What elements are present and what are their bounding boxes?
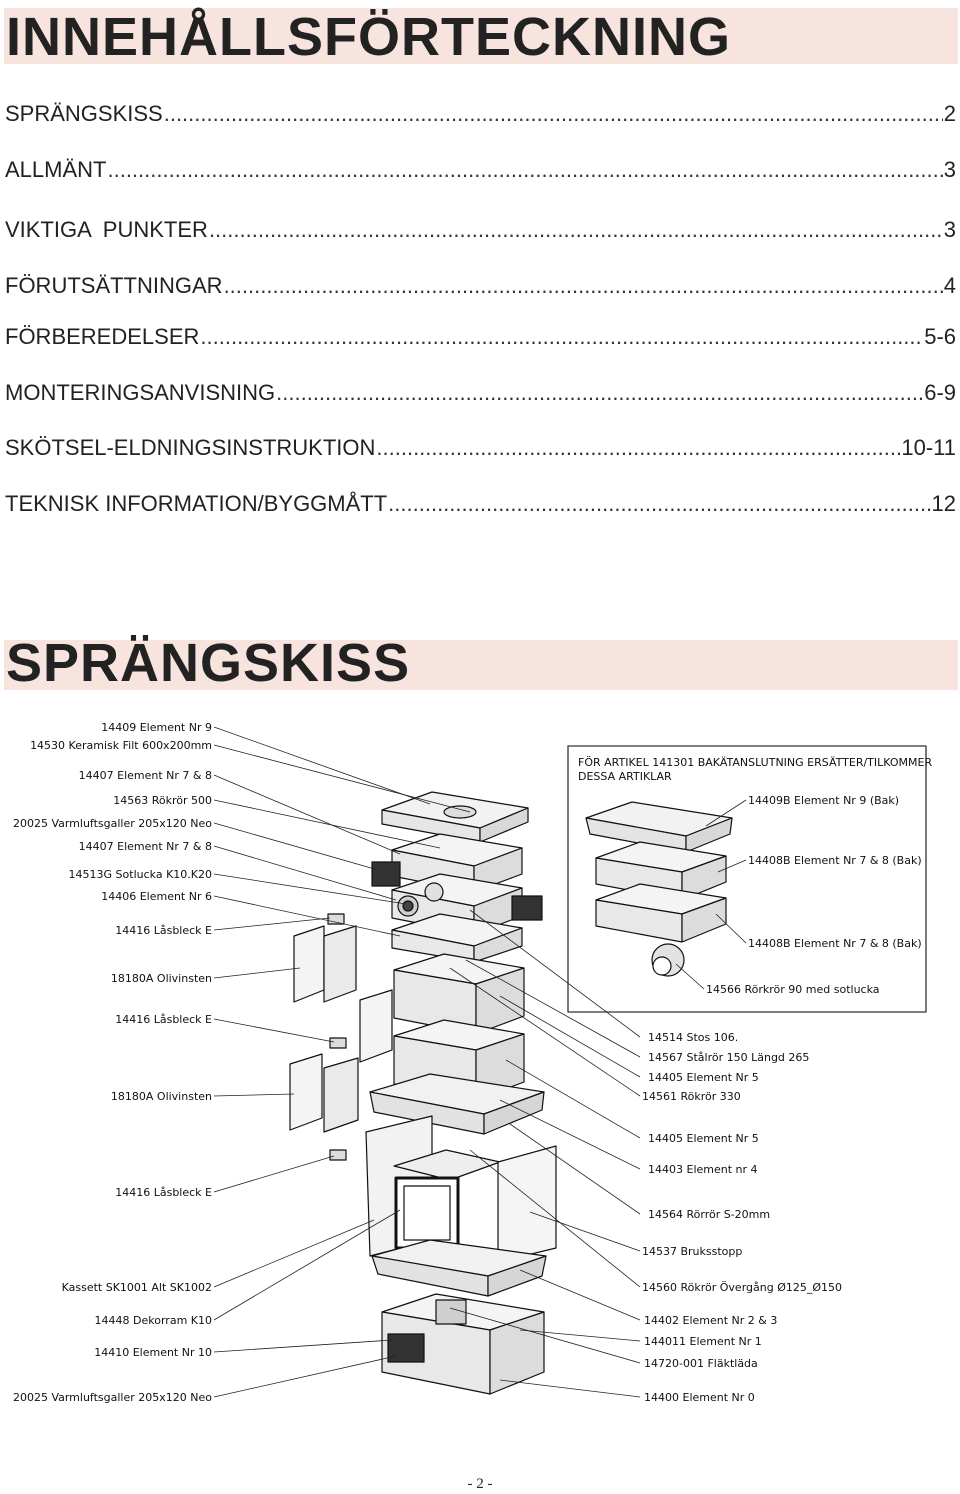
toc-entry-label: MONTERINGSANVISNING [5, 380, 276, 405]
toc-leader-dots: ........................................… [107, 157, 942, 182]
toc-entry[interactable]: MONTERINGSANVISNING ....................… [5, 380, 956, 406]
label-element-7-8: 14407 Element Nr 7 & 8 [79, 769, 212, 782]
label-kassett: Kassett SK1001 Alt SK1002 [62, 1281, 212, 1294]
label-rorror: 14564 Rörrör S-20mm [648, 1208, 770, 1221]
label-rokror-330: 14561 Rökrör 330 [642, 1090, 741, 1103]
toc-entry-page: 10-11 [901, 435, 956, 460]
section-title: SPRÄNGSKISS [6, 633, 411, 693]
toc-entry-label: SPRÄNGSKISS [5, 101, 163, 126]
inset-label-element-7-8-bak: 14408B Element Nr 7 & 8 (Bak) [748, 937, 922, 950]
label-varmluftsgaller: 20025 Varmluftsgaller 205x120 Neo [13, 1391, 212, 1404]
toc-entry[interactable]: TEKNISK INFORMATION/BYGGMÅTT ...........… [5, 491, 956, 517]
toc-leader-dots: ........................................… [223, 273, 943, 298]
label-element-4: 14403 Element nr 4 [648, 1163, 758, 1176]
toc-entry-page: 4 [943, 273, 956, 298]
label-dekorram: 14448 Dekorram K10 [95, 1314, 212, 1327]
toc-entry-label: FÖRUTSÄTTNINGAR [5, 273, 223, 298]
toc-entry-page: 5-6 [924, 324, 956, 349]
inset-heading-line2: DESSA ARTIKLAR [578, 770, 672, 783]
label-keramisk-filt: 14530 Keramisk Filt 600x200mm [30, 739, 212, 752]
label-lasbleck: 14416 Låsbleck E [115, 1186, 212, 1199]
toc-leader-dots: ........................................… [208, 217, 943, 242]
toc-leader-dots: ........................................… [276, 380, 923, 405]
toc-entry-label: FÖRBEREDELSER [5, 324, 200, 349]
toc-entry[interactable]: FÖRUTSÄTTNINGAR ........................… [5, 273, 956, 299]
toc-title: INNEHÅLLSFÖRTECKNING [6, 7, 731, 67]
toc-entry-page: 3 [943, 157, 956, 182]
label-rokror-overgang: 14560 Rökrör Övergång Ø125_Ø150 [642, 1281, 842, 1294]
label-varmluftsgaller: 20025 Varmluftsgaller 205x120 Neo [13, 817, 212, 830]
label-lasbleck: 14416 Låsbleck E [115, 924, 212, 937]
label-bruksstopp: 14537 Bruksstopp [642, 1245, 742, 1258]
grille-base [387, 1333, 425, 1363]
toc-entry-label: ALLMÄNT [5, 157, 107, 182]
label-element-5: 14405 Element Nr 5 [648, 1071, 759, 1084]
page-number: - 2 - [467, 1476, 493, 1492]
toc-leader-dots: ........................................… [388, 491, 931, 516]
label-olivinsten: 18180A Olivinsten [111, 1090, 212, 1103]
label-element-0: 14400 Element Nr 0 [644, 1391, 755, 1404]
toc-entry-label: SKÖTSEL-ELDNINGSINSTRUKTION [5, 435, 376, 460]
toc-entry-label: VIKTIGA PUNKTER [5, 217, 208, 242]
toc-entry-label: TEKNISK INFORMATION/BYGGMÅTT [5, 491, 388, 516]
exploded-view-diagram: 14409 Element Nr 9 14530 Keramisk Filt 6… [13, 721, 933, 1404]
label-element-10: 14410 Element Nr 10 [94, 1346, 212, 1359]
toc-leader-dots: ........................................… [376, 435, 900, 460]
inset-label-rorkror-90: 14566 Rörkrör 90 med sotlucka [706, 983, 880, 996]
inset-heading-line1: FÖR ARTIKEL 141301 BAKÄTANSLUTNING ERSÄT… [578, 756, 932, 769]
toc-leader-dots: ........................................… [163, 101, 943, 126]
grille-upper-right [511, 895, 543, 921]
toc-entry[interactable]: ALLMÄNT ................................… [5, 157, 956, 183]
section-title-band [4, 640, 958, 690]
label-element-9: 14409 Element Nr 9 [101, 721, 212, 734]
toc-entry-page: 6-9 [924, 380, 956, 405]
toc-entry-page: 3 [943, 217, 956, 242]
label-lasbleck: 14416 Låsbleck E [115, 1013, 212, 1026]
toc-leader-dots: ........................................… [200, 324, 923, 349]
inset-label-element-7-8-bak: 14408B Element Nr 7 & 8 (Bak) [748, 854, 922, 867]
toc-entry[interactable]: SKÖTSEL-ELDNINGSINSTRUKTION ............… [5, 435, 956, 461]
toc-entry-page: 2 [943, 101, 956, 126]
toc-entry[interactable]: SPRÄNGSKISS ............................… [5, 101, 956, 127]
label-element-6: 14406 Element Nr 6 [101, 890, 212, 903]
toc-title-band [4, 8, 958, 64]
label-stos: 14514 Stos 106. [648, 1031, 738, 1044]
toc-entry[interactable]: FÖRBEREDELSER ..........................… [5, 324, 956, 350]
label-element-1: 144011 Element Nr 1 [644, 1335, 762, 1348]
label-element-2-3: 14402 Element Nr 2 & 3 [644, 1314, 777, 1327]
inset-box [567, 745, 927, 1013]
label-fläktlada: 14720-001 Fläktläda [644, 1357, 758, 1370]
inset-label-element-9-bak: 14409B Element Nr 9 (Bak) [748, 794, 899, 807]
label-element-5: 14405 Element Nr 5 [648, 1132, 759, 1145]
label-element-7-8: 14407 Element Nr 7 & 8 [79, 840, 212, 853]
label-olivinsten: 18180A Olivinsten [111, 972, 212, 985]
grille-upper-left [371, 861, 401, 887]
label-rokror-500: 14563 Rökrör 500 [113, 794, 212, 807]
toc-entry[interactable]: VIKTIGA PUNKTER ........................… [5, 217, 956, 243]
label-stalror: 14567 Stålrör 150 Längd 265 [648, 1051, 809, 1064]
label-sotlucka: 14513G Sotlucka K10.K20 [69, 868, 212, 881]
toc-entry-page: 12 [931, 491, 956, 516]
